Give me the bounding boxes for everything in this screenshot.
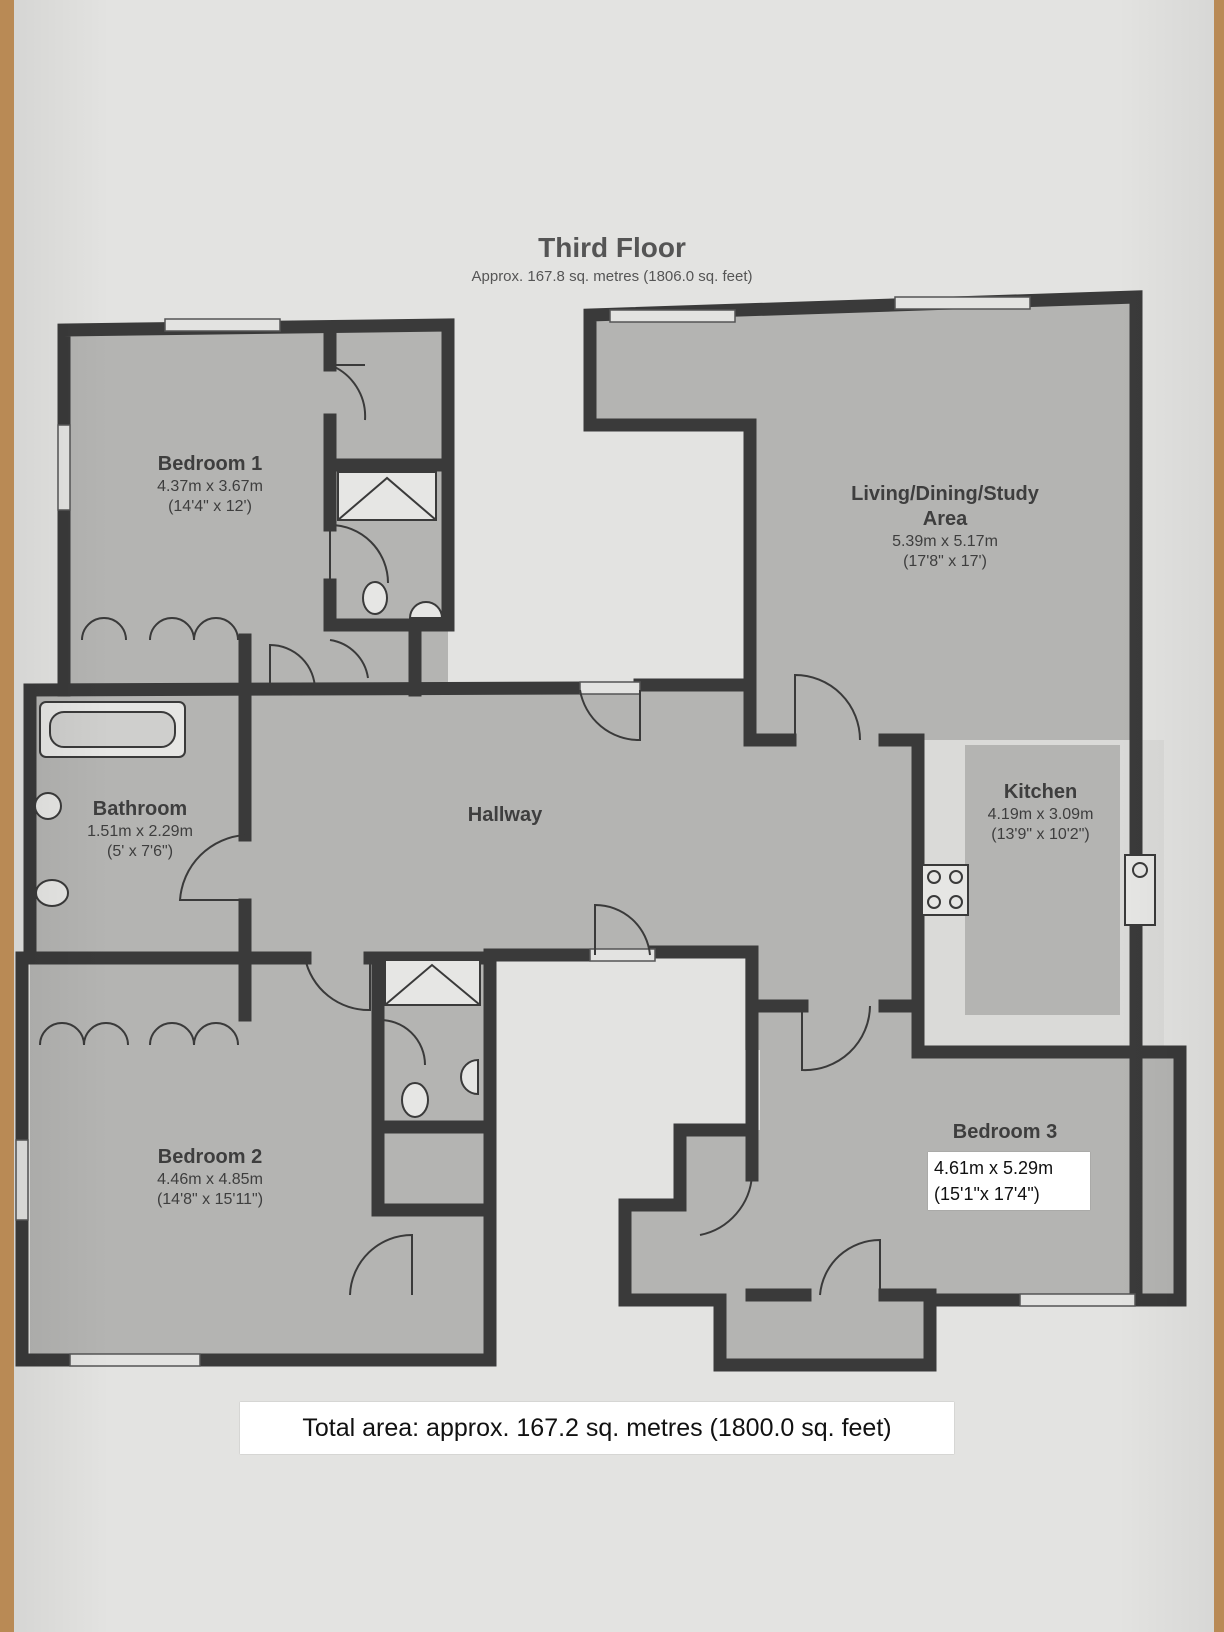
label-kitchen: Kitchen 4.19m x 3.09m (13'9" x 10'2") [948,780,1133,845]
wardrobe-1c [193,616,239,641]
room-name: Bedroom 2 [157,1146,263,1168]
toilet-ensuite-1 [362,581,388,615]
room-name: Living/Dining/Study [851,483,1039,505]
wardrobe-2a [39,1021,85,1046]
room-metric: 4.61m x 5.29m [934,1158,1054,1178]
shower-tray-2 [384,959,481,1006]
opening-hallway-top [579,681,641,695]
room-name: Bedroom 3 [952,1121,1058,1143]
total-area-sticker: Total area: approx. 167.2 sq. metres (18… [240,1402,954,1454]
window-living-right [894,296,1031,310]
door-hall-top [579,689,641,742]
floor-bedroom-3 [625,1050,1180,1365]
floor-bedroom-2 [30,958,490,1360]
wall-living-outer [583,290,1143,1297]
wardrobe-2c [149,1021,195,1046]
wall-west [15,683,37,1367]
basin-ensuite-1 [408,601,444,619]
room-metric: 4.19m x 3.09m [987,806,1094,823]
floor-fills [30,297,1180,1365]
label-bedroom-2: Bedroom 2 4.46m x 4.85m (14'8" x 15'11") [110,1145,310,1210]
room-name: Bathroom [92,798,188,820]
door-bedroom-2 [304,957,371,1012]
window-bedroom-1-top [164,318,281,332]
room-name: Kitchen [1003,781,1078,803]
hob-ring-1 [927,870,941,884]
door-living [794,673,861,741]
room-imperial: (14'8" x 15'11") [156,1191,264,1208]
door-bathroom [178,834,246,901]
door-closet-3 [699,1174,753,1236]
hob-ring-4 [949,895,963,909]
room-imperial: (15'1"x 17'4") [934,1184,1040,1204]
plan-title: Third Floor [538,232,686,263]
windows [15,296,1136,1367]
wall-bedroom-3-outer [618,1045,1187,1372]
door-ensuite-1-b [329,524,389,585]
wardrobes [39,616,239,1046]
doors [178,364,881,1296]
basin-ensuite-2 [460,1058,479,1096]
room-name: Hallway [467,804,543,826]
plan-subtitle: Approx. 167.8 sq. metres (1806.0 sq. fee… [471,268,753,285]
room-metric: 4.37m x 3.67m [157,478,263,495]
room-metric: 5.39m x 5.17m [892,533,998,550]
door-bedroom-1-b [329,639,369,679]
door-store [349,1233,413,1296]
label-hallway: Hallway [430,803,580,828]
shower-2-lines [384,963,481,1006]
wardrobe-1a [81,616,127,641]
door-ensuite-2 [377,1018,427,1066]
room-name-line-2: Area [922,508,968,530]
room-imperial: (13'9" x 10'2") [991,826,1090,843]
window-bedroom-2-bottom [69,1353,201,1367]
wardrobe-1b [149,616,195,641]
wardrobe-2d [193,1021,239,1046]
label-bedroom-1: Bedroom 1 4.37m x 3.67m (14'4" x 12') [110,452,310,517]
shower-tray-1 [337,471,437,521]
window-bedroom-2-side [15,1139,29,1221]
shower-1-lines [337,476,437,521]
kitchen-sink-bowl [1132,862,1148,878]
toilet-bathroom [35,879,69,907]
hob-ring-2 [949,870,963,884]
floor-living-area [590,297,1136,740]
wardrobe-2b [83,1021,129,1046]
room-metric: 1.51m x 2.29m [87,823,193,840]
door-ensuite-1-a [329,364,367,421]
room-imperial: (17'8" x 17') [903,553,987,570]
window-bedroom-1-side [57,424,71,511]
kitchen-island [965,745,1120,1015]
opening-hallway-bottom [589,948,656,962]
door-hall-bottom [594,903,651,956]
window-bedroom-3 [1019,1293,1136,1307]
room-name: Bedroom 1 [157,453,263,475]
label-bedroom-3: Bedroom 3 [920,1120,1090,1145]
room-imperial: (5' x 7'6") [106,843,174,860]
wall-hallway-top-left [23,681,587,697]
label-living-area: Living/Dining/Study Area 5.39m x 5.17m (… [810,482,1080,572]
door-closet-3-b [819,1238,881,1296]
fixtures [34,471,1156,1118]
room-metric: 4.46m x 4.85m [157,1171,263,1188]
label-bathroom: Bathroom 1.51m x 2.29m (5' x 7'6") [55,797,225,862]
door-bedroom-3 [801,1005,871,1072]
basin-bathroom [34,792,62,820]
hob-ring-3 [927,895,941,909]
window-living-left [609,309,736,323]
door-bedroom-1 [269,643,316,691]
toilet-ensuite-2 [401,1082,429,1118]
room-imperial: (14'4" x 12') [168,498,252,515]
bath-tub-basin [49,711,176,748]
bedroom-3-dimensions-sticker: 4.61m x 5.29m (15'1"x 17'4") [928,1152,1090,1210]
